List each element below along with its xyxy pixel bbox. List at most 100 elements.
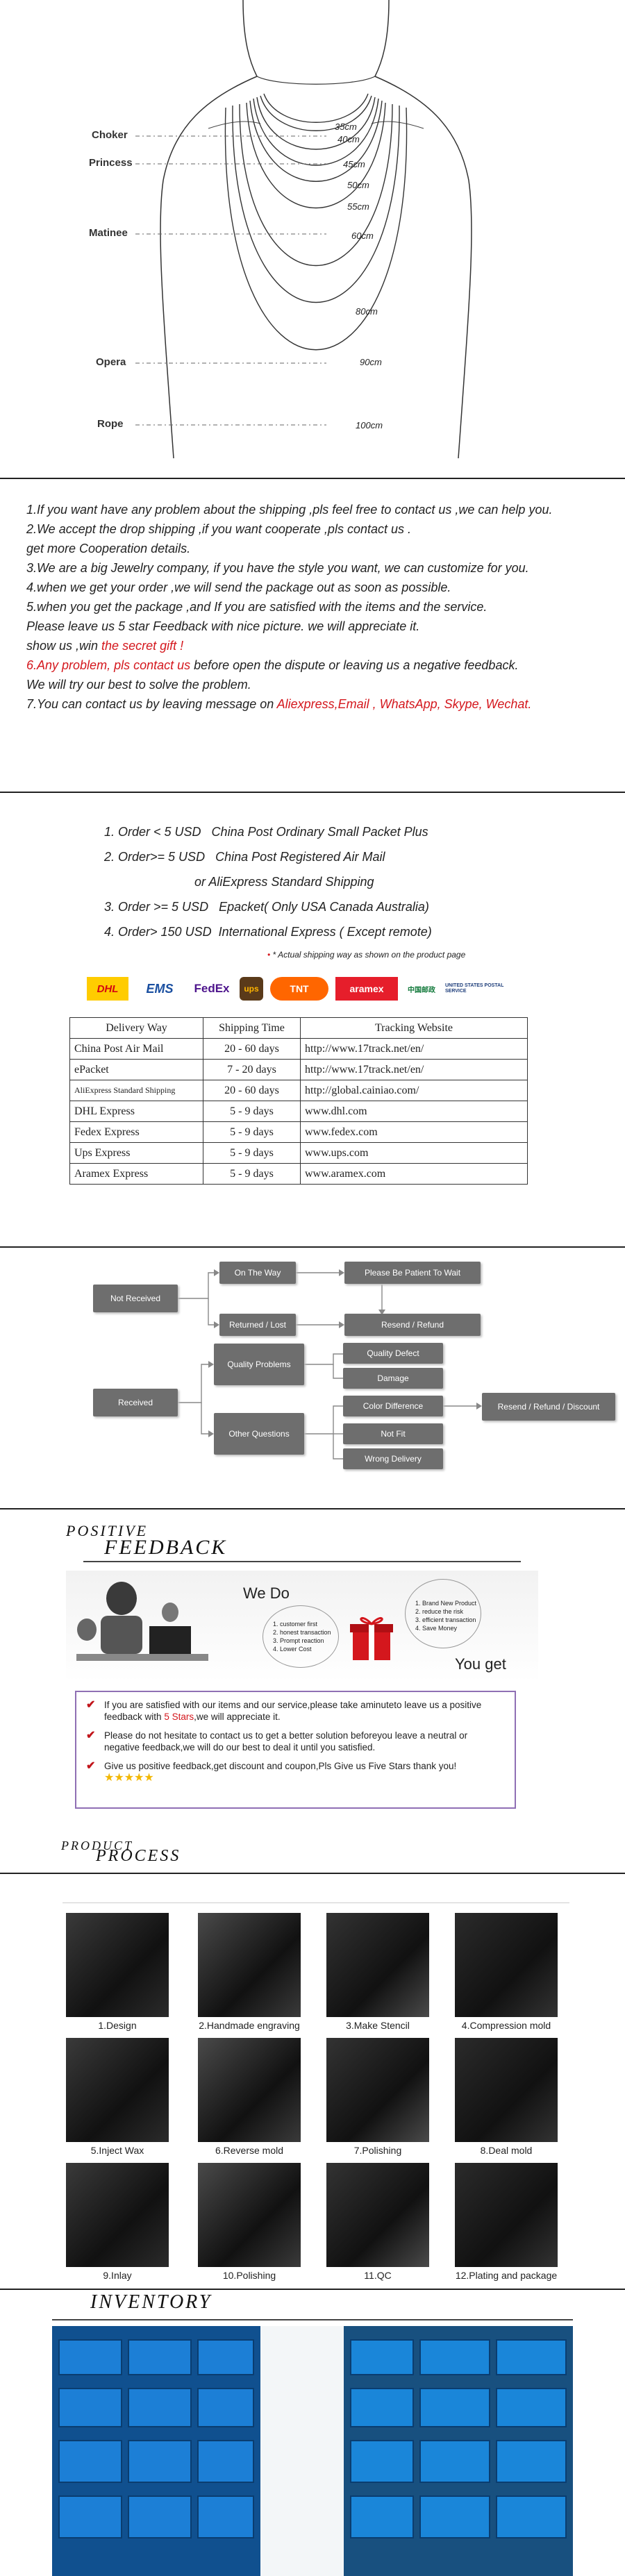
fedex-logo: FedEx <box>194 982 230 995</box>
gift-box-icon <box>350 1617 393 1660</box>
process-step-caption: 7.Polishing <box>353 2145 402 2156</box>
process-step-photo <box>455 2038 558 2142</box>
process-step-caption: 3.Make Stencil <box>346 2020 410 2031</box>
process-step-photo <box>326 1913 429 2017</box>
warehouse-shelves-image <box>52 2326 573 2576</box>
shipping-time-table: Delivery Way Shipping Time Tracking Webs… <box>69 1017 528 1185</box>
flow-other-questions: Other Questions <box>214 1413 304 1455</box>
policy-line: show us ,win the secret gift ! <box>26 636 617 655</box>
highlight-text: 5 Stars <box>164 1712 194 1722</box>
feedback-banner: We Do 1. customer first 2. honest transa… <box>66 1571 538 1682</box>
check-icon: ✔ <box>86 1730 96 1741</box>
flow-not-fit: Not Fit <box>343 1423 443 1444</box>
process-step-photo <box>198 1913 301 2017</box>
process-step-caption: 8.Deal mold <box>480 2145 533 2156</box>
policy-text: 5.when you get the package ,and If you a… <box>26 600 488 614</box>
aramex-logo: aramex <box>335 977 398 1001</box>
we-do-item: 1. customer first <box>273 1621 318 1628</box>
column-header: Shipping Time <box>203 1017 301 1039</box>
table-cell: 5 - 9 days <box>203 1121 301 1143</box>
process-step-photo <box>455 2163 558 2267</box>
process-step-caption: 11.QC <box>364 2270 392 2281</box>
table-cell: www.fedex.com <box>300 1121 528 1143</box>
table-cell: AliExpress Standard Shipping <box>69 1080 203 1101</box>
policy-line: 6.Any problem, pls contact us before ope… <box>26 655 617 675</box>
section-divider <box>0 1873 625 1874</box>
process-step-caption: 2.Handmade engraving <box>199 2020 300 2031</box>
process-step-caption: 10.Polishing <box>222 2270 276 2281</box>
shipping-rule: 1. Order < 5 USD China Post Ordinary Sma… <box>104 825 428 839</box>
check-icon: ✔ <box>86 1760 96 1772</box>
feedback-text: ,we will appreciate it. <box>194 1712 281 1722</box>
length-label-55cm: 55cm <box>347 201 369 212</box>
shipping-note-text: * Actual shipping way as shown on the pr… <box>272 950 466 960</box>
process-step-photo <box>66 2038 169 2142</box>
length-label-35cm: 35cm <box>335 122 357 132</box>
necklace-length-chart: Choker Princess Matinee Opera Rope 35cm … <box>0 0 625 472</box>
length-label-80cm: 80cm <box>356 306 378 317</box>
feedback-title-line1: POSITIVE <box>66 1522 149 1539</box>
table-cell: http://www.17track.net/en/ <box>300 1059 528 1080</box>
table-cell: www.ups.com <box>300 1142 528 1164</box>
policy-text: 1.If you want have any problem about the… <box>26 503 553 517</box>
policy-text: get more Cooperation details. <box>26 542 191 555</box>
ups-logo: ups <box>240 977 263 1001</box>
flow-resend-refund-discount: Resend / Refund / Discount <box>482 1393 615 1421</box>
policy-text: 2.We accept the drop shipping ,if you wa… <box>26 522 411 536</box>
dhl-logo: DHL <box>87 977 128 1001</box>
flow-quality-problems: Quality Problems <box>214 1344 304 1385</box>
flow-returned-lost: Returned / Lost <box>219 1314 296 1336</box>
feedback-text: Give us positive feedback,get discount a… <box>104 1761 457 1771</box>
table-cell: 5 - 9 days <box>203 1101 301 1122</box>
highlight-text: the secret gift ! <box>101 639 184 653</box>
process-step: 7.Polishing <box>326 2038 429 2156</box>
section-divider <box>0 2289 625 2290</box>
policy-line: 7.You can contact us by leaving message … <box>26 694 617 714</box>
column-header: Tracking Website <box>300 1017 528 1039</box>
flow-damage: Damage <box>343 1368 443 1389</box>
policy-line: 1.If you want have any problem about the… <box>26 500 617 519</box>
support-agents-illustration <box>76 1582 208 1661</box>
table-cell: 5 - 9 days <box>203 1163 301 1185</box>
shipping-rule: 4. Order> 150 USD International Express … <box>104 925 432 939</box>
style-label-choker: Choker <box>92 129 128 141</box>
you-get-heading: You get <box>455 1655 506 1673</box>
process-step-photo <box>66 1913 169 2017</box>
you-get-item: 2. reduce the risk <box>415 1608 464 1615</box>
feedback-title-line2: FEEDBACK <box>104 1536 228 1559</box>
process-step-caption: 12.Plating and package <box>455 2270 558 2281</box>
table-cell: 20 - 60 days <box>203 1080 301 1101</box>
shipping-rule: 3. Order >= 5 USD Epacket( Only USA Cana… <box>104 900 429 914</box>
process-step: 1.Design <box>66 1913 169 2031</box>
policy-line: Please leave us 5 star Feedback with nic… <box>26 617 617 636</box>
you-get-list: 1. Brand New Product 2. reduce the risk … <box>405 1579 481 1648</box>
flow-be-patient: Please Be Patient To Wait <box>344 1262 481 1284</box>
highlight-text: 6. <box>26 658 38 672</box>
necklace-figure-illustration <box>135 0 472 459</box>
five-stars-icon: ★★★★★ <box>104 1772 154 1784</box>
table-cell: www.aramex.com <box>300 1163 528 1185</box>
we-do-item: 2. honest transaction <box>273 1629 331 1636</box>
thin-divider <box>62 1902 569 1903</box>
highlight-text: Any problem, pls contact us <box>37 658 191 672</box>
process-step-photo <box>455 1913 558 2017</box>
policy-line: 2.We accept the drop shipping ,if you wa… <box>26 519 617 539</box>
table-cell: China Post Air Mail <box>69 1038 203 1060</box>
tnt-logo: TNT <box>270 977 328 1001</box>
table-cell: 20 - 60 days <box>203 1038 301 1060</box>
ems-logo: EMS <box>146 981 174 996</box>
flow-on-the-way: On The Way <box>219 1262 296 1284</box>
process-step: 3.Make Stencil <box>326 1913 429 2031</box>
policy-line: We will try our best to solve the proble… <box>26 675 617 694</box>
inventory-photo <box>52 2326 573 2576</box>
process-step-photo <box>66 2163 169 2267</box>
process-step-photo <box>326 2038 429 2142</box>
policy-text: We will try our best to solve the proble… <box>26 678 251 692</box>
process-step: 12.Plating and package <box>455 2163 558 2281</box>
